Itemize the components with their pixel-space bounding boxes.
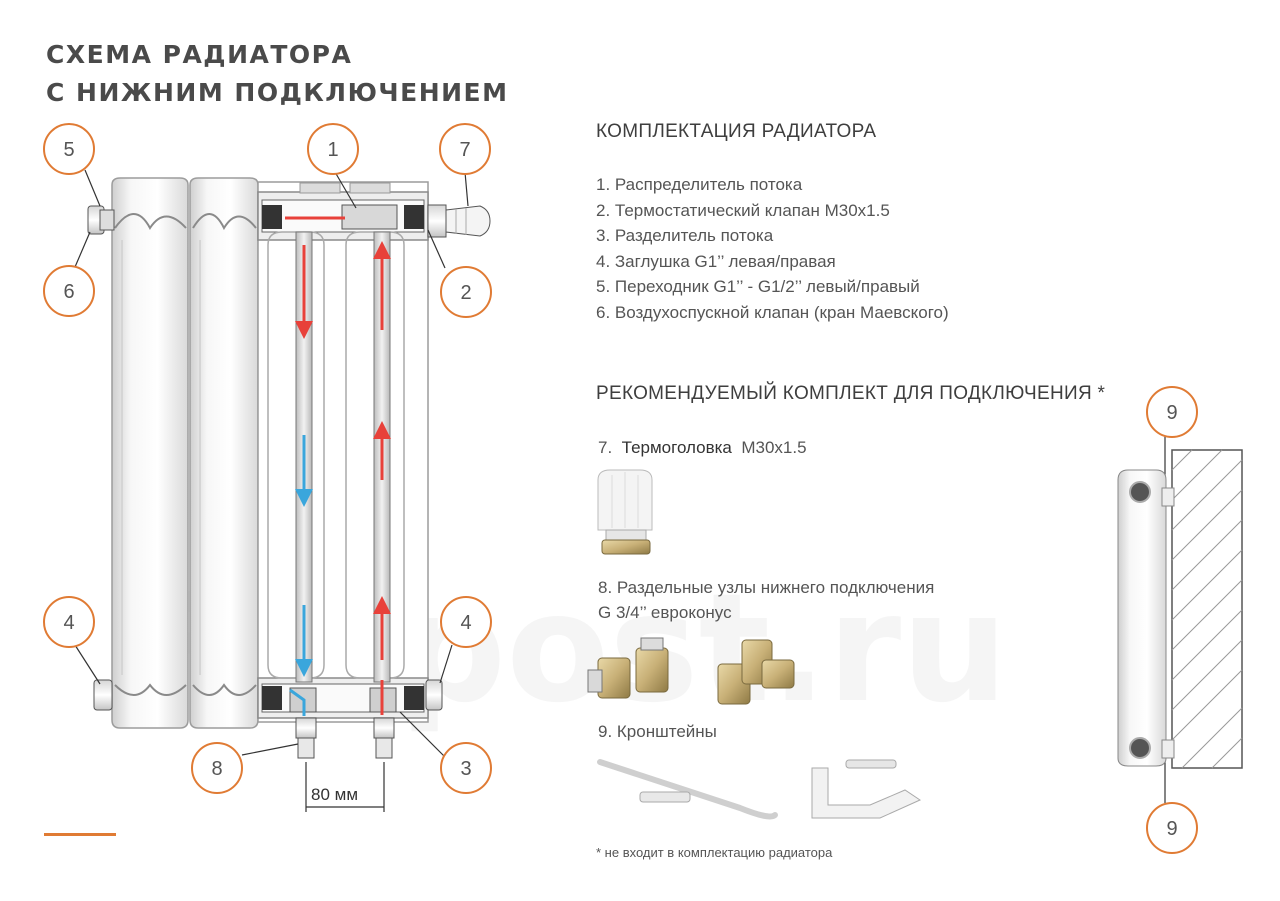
dimension-80mm (305, 762, 385, 812)
bottom-valve (373, 717, 395, 739)
kit-item-4: 4. Заглушка G1’’ левая/правая (596, 251, 836, 271)
callout-4-right (440, 596, 492, 648)
callout-8 (191, 742, 243, 794)
bracket-image (597, 759, 922, 820)
radiator-side (1117, 469, 1167, 767)
cold-flow-arrow (289, 688, 306, 716)
callout-4-left-label: 4 (63, 612, 74, 634)
callout-4-left (43, 596, 95, 648)
item-8-line-2: G 3/4’’ евроконус (598, 603, 732, 622)
item-7-name: Термоголовка (621, 438, 732, 457)
kit-item-2: 2. Термостатический клапан М30х1.5 (596, 200, 890, 220)
callout-9-top-label: 9 (1166, 402, 1177, 424)
callout-2 (440, 266, 492, 318)
item-8-line-1: 8. Раздельные узлы нижнего подключения (598, 578, 935, 597)
accent-line (44, 833, 116, 836)
footnote: * не входит в комплектацию радиатора (596, 845, 833, 860)
radiator-fittings (87, 204, 491, 759)
page-title: СХЕМА РАДИАТОРА С НИЖНИМ ПОДКЛЮЧЕНИЕМ (46, 36, 509, 112)
item-7: 7. Термоголовка М30х1.5 (598, 438, 807, 458)
radiator-cutaway (257, 181, 429, 723)
callout-3-label: 3 (460, 758, 471, 780)
callout-1-label: 1 (327, 139, 338, 161)
title-line-1: СХЕМА РАДИАТОРА (46, 40, 353, 69)
item-7-num: 7. (598, 438, 613, 457)
recommended-heading: РЕКОМЕНДУЕМЫЙ КОМПЛЕКТ ДЛЯ ПОДКЛЮЧЕНИЯ * (596, 383, 1106, 404)
callout-9-top (1146, 386, 1198, 438)
title-line-2: С НИЖНИМ ПОДКЛЮЧЕНИЕМ (46, 78, 509, 107)
callout-5-label: 5 (63, 139, 74, 161)
callout-1 (307, 123, 359, 175)
callout-4-right-label: 4 (460, 612, 471, 634)
bottom-valve (295, 717, 317, 739)
item-9: 9. Кронштейны (598, 722, 717, 741)
callout-5 (43, 123, 95, 175)
callout-9-bottom-label: 9 (1166, 818, 1177, 840)
thermo-head (445, 205, 491, 237)
plug-left (93, 679, 113, 711)
callouts: 5 1 7 6 2 4 4 8 3 9 9 (43, 123, 1198, 854)
kit-item-3: 3. Разделитель потока (596, 226, 774, 245)
side-view (1117, 449, 1243, 769)
callout-leaders (74, 169, 1166, 803)
callout-6-label: 6 (63, 281, 74, 303)
kit-item-5: 5. Переходник G1’’ - G1/2’’ левый/правый (596, 277, 920, 296)
kit-heading: КОМПЛЕКТАЦИЯ РАДИАТОРА (596, 121, 877, 142)
kit-item-1: 1. Распределитель потока (596, 175, 803, 194)
kit-item-6: 6. Воздухоспускной клапан (кран Маевског… (596, 302, 949, 322)
dimension-label: 80 мм (311, 785, 359, 804)
radiator-body (111, 177, 259, 729)
callout-6 (43, 265, 95, 317)
callout-2-label: 2 (460, 282, 471, 304)
callout-3 (440, 742, 492, 794)
callout-9-bottom (1146, 802, 1198, 854)
bottom-connection-kits-image (587, 637, 795, 705)
callout-7-label: 7 (459, 139, 470, 161)
item-7-size: М30х1.5 (741, 438, 807, 457)
plug-right (425, 679, 443, 711)
kit-list: 1. Распределитель потока 2. Термостатиче… (596, 172, 949, 325)
callout-7 (439, 123, 491, 175)
thermohead-image (597, 469, 653, 555)
callout-8-label: 8 (211, 758, 222, 780)
flow-arrows (285, 216, 391, 716)
